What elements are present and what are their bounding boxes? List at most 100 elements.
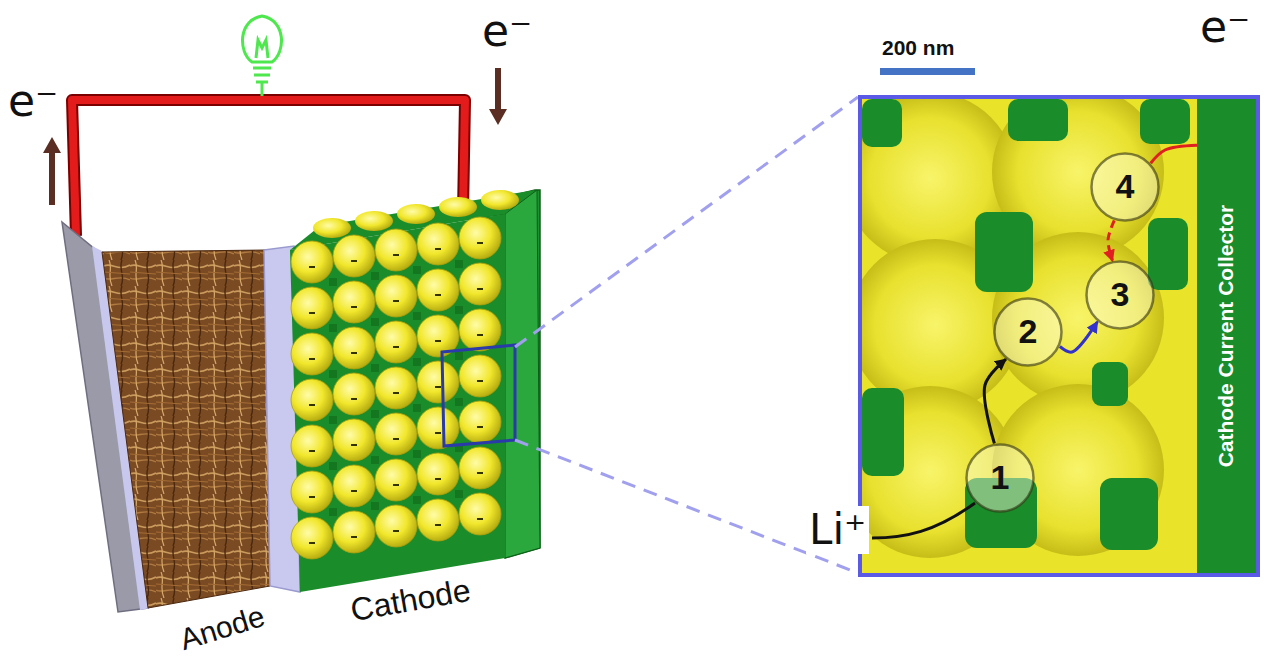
sphere (291, 333, 333, 375)
sphere (333, 465, 375, 507)
circle-shape (995, 299, 1062, 366)
callout-circle: 2 (993, 297, 1063, 367)
sphere-mark (477, 288, 483, 290)
bulb-glass (243, 16, 282, 62)
sphere (291, 241, 333, 283)
pore-window (329, 278, 337, 286)
sphere-mark (351, 260, 357, 262)
electron-arrow (43, 68, 507, 205)
window (975, 212, 1033, 292)
sphere (459, 217, 501, 259)
sphere-mark (351, 352, 357, 354)
window (1092, 362, 1128, 406)
sphere (417, 453, 459, 495)
electron-label: e⁻ (1200, 2, 1250, 53)
sphere (417, 223, 459, 265)
sphere (333, 281, 375, 323)
sphere-mark (435, 340, 441, 342)
pore-window (455, 398, 463, 406)
sphere-mark (477, 334, 483, 336)
sphere (417, 407, 459, 449)
sphere-mark (309, 496, 315, 498)
window (1100, 478, 1158, 550)
wire-outline (72, 100, 465, 236)
pore-window (455, 260, 463, 268)
sphere (333, 327, 375, 369)
window (862, 99, 902, 147)
sphere-mark (393, 346, 399, 348)
sphere-mark (477, 380, 483, 382)
bulb-base (253, 68, 271, 96)
transport-arrow (1060, 322, 1098, 352)
callout-number: 3 (1111, 275, 1130, 314)
sphere-mark (309, 358, 315, 360)
sphere (313, 218, 351, 238)
sphere-mark (393, 484, 399, 486)
sphere-mark (435, 478, 441, 480)
window (862, 388, 904, 476)
sphere (375, 413, 417, 455)
sphere-mark (435, 294, 441, 296)
sphere (459, 447, 501, 489)
pore-window (413, 312, 421, 320)
sphere-mark (477, 518, 483, 520)
callout-circle: 3 (1085, 260, 1155, 330)
sphere (333, 511, 375, 553)
pore-window (329, 462, 337, 470)
sphere (355, 211, 393, 231)
sphere-mark (351, 444, 357, 446)
sphere (291, 517, 333, 559)
sphere-mark (435, 386, 441, 388)
zoom-box (442, 345, 515, 446)
sphere (417, 361, 459, 403)
transport-arrow (1108, 220, 1114, 260)
part-label: Cathode (347, 571, 473, 628)
sphere-mark (309, 312, 315, 314)
circle-shape (1092, 154, 1159, 221)
sphere-mark (351, 490, 357, 492)
pore-window (329, 370, 337, 378)
arrow-shaft (495, 68, 501, 112)
pore-window (371, 502, 379, 510)
pore-windows (862, 99, 1190, 550)
sphere (291, 379, 333, 421)
band-label: Cathode Current Collector (1214, 205, 1238, 468)
pore-window (329, 416, 337, 424)
light-bulb (243, 16, 282, 96)
ion-path (872, 503, 975, 538)
sphere (459, 263, 501, 305)
sphere-mark (309, 266, 315, 268)
sphere (375, 321, 417, 363)
sphere-mark (435, 524, 441, 526)
transport-arrow (1151, 145, 1197, 163)
sphere (375, 505, 417, 547)
sphere (417, 269, 459, 311)
sphere-mark (393, 300, 399, 302)
pore-window (413, 404, 421, 412)
arrow-shaft (49, 150, 55, 205)
sphere (291, 471, 333, 513)
cathode-collector-edge (505, 190, 540, 558)
window (1140, 99, 1190, 144)
sphere-mark (477, 242, 483, 244)
sphere (481, 190, 519, 210)
part-label: Anode (175, 599, 268, 657)
sphere-mark (393, 254, 399, 256)
pore-window (371, 456, 379, 464)
sphere-mark (309, 450, 315, 452)
sphere (291, 287, 333, 329)
circle-shape (1087, 262, 1154, 329)
sphere-mark (393, 530, 399, 532)
sphere-mark (351, 398, 357, 400)
sphere (459, 355, 501, 397)
sphere-mark (309, 542, 315, 544)
sphere (439, 197, 477, 217)
sphere (417, 499, 459, 541)
sphere (375, 367, 417, 409)
inset-structure (860, 97, 1256, 573)
sphere-mark (309, 404, 315, 406)
pore-window (413, 496, 421, 504)
scale-bar (880, 68, 975, 75)
